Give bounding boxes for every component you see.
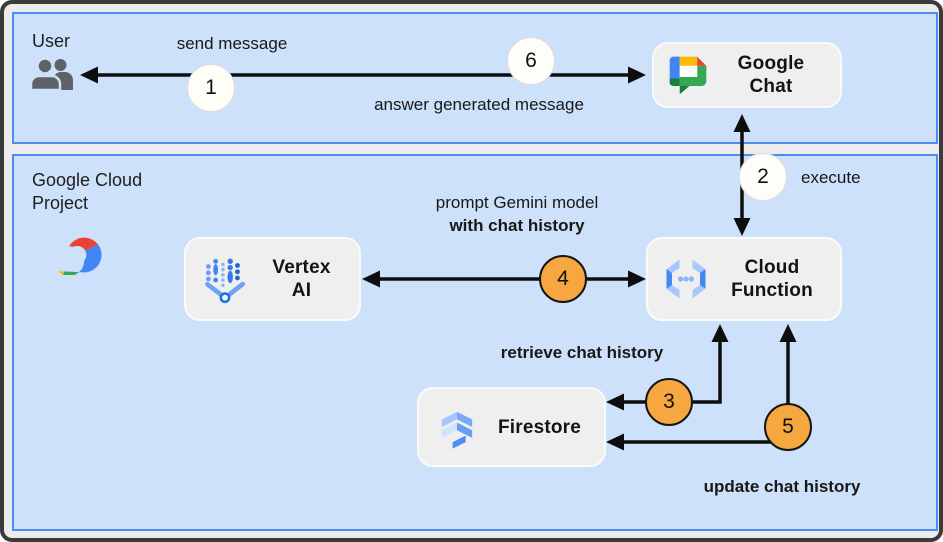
vertex-ai-title: Vertex AI [252,256,351,302]
vertex-ai-title-line2: AI [291,280,312,301]
answer-generated-message-label: answer generated message [374,95,584,114]
step-badge-5: 5 [764,403,812,451]
firestore-title-line1: Firestore [497,416,582,438]
cloud-function-title-line1: Cloud [744,257,800,278]
prompt-gemini-label-line1: prompt Gemini model [435,193,599,212]
retrieve-chat-history-label: retrieve chat history [500,343,664,362]
firestore-icon [431,401,483,453]
vertex-ai-title-line1: Vertex [272,257,331,278]
google-chat-node: Google Chat [652,42,842,108]
firestore-title: Firestore [483,416,596,439]
cloud-function-node: Cloud Function [646,237,842,321]
cloud-function-title-line2: Function [731,280,813,301]
step-badge-4: 4 [539,255,587,303]
user-lane-label: User [32,31,71,51]
execute-label: execute [801,168,861,187]
user-icon [29,58,73,90]
step-badge-1: 1 [187,64,235,112]
prompt-gemini-label-line2: with chat history [449,216,585,235]
step-badge-2: 2 [739,153,787,201]
google-chat-icon [666,53,710,97]
gcp-lane-label-line1: Google Cloud [32,170,143,190]
send-message-label: send message [176,34,288,53]
gcp-lane-label: Google Cloud Project [32,169,142,215]
update-chat-history-label: update chat history [703,477,861,496]
prompt-gemini-label: prompt Gemini model with chat history [436,191,599,237]
google-chat-title-line1: Google [737,53,805,74]
google-cloud-icon [42,225,104,275]
google-chat-title: Google Chat [710,52,832,98]
cloud-function-title: Cloud Function [712,256,832,302]
step-badge-6: 6 [507,37,555,85]
google-chat-title-line2: Chat [749,76,793,97]
step-badge-3: 3 [645,378,693,426]
firestore-node: Firestore [417,387,606,467]
vertex-ai-icon [198,252,252,306]
gcp-lane-label-line2: Project [32,193,89,213]
vertex-ai-node: Vertex AI [184,237,361,321]
cloud-functions-icon [660,253,712,305]
